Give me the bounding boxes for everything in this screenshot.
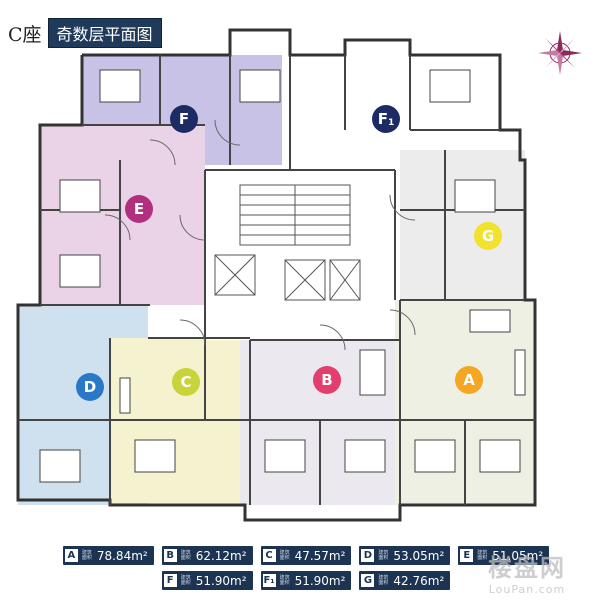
unit-marker-g: G [474, 222, 502, 250]
compass-rose-icon [538, 31, 582, 75]
legend-caption: 建筑面积 [180, 574, 191, 586]
watermark-main: 楼盘网 [488, 554, 566, 582]
legend-area: 42.76m² [393, 573, 445, 588]
unit-marker-label: D [83, 378, 97, 396]
unit-marker-b: B [313, 366, 341, 394]
kitchen-icon [359, 349, 386, 396]
unit-marker-label: B [321, 371, 333, 389]
building-label: C座 [8, 23, 42, 46]
legend-item-a: A 建筑面积 78.84m² [62, 546, 154, 565]
legend-area: 51.90m² [195, 573, 247, 588]
floor-plan [16, 28, 537, 522]
legend-item-c: C 建筑面积 47.57m² [260, 546, 352, 565]
dining-table-icon [469, 309, 511, 333]
legend-caption: 建筑面积 [279, 549, 290, 561]
bed-icon [59, 254, 101, 288]
sofa-icon [119, 377, 131, 414]
unit-marker-d: D [76, 373, 104, 401]
unit-marker-e: E [125, 195, 153, 223]
legend-area: 51.05m² [492, 548, 544, 563]
legend-item-f: F 建筑面积 51.90m² [161, 571, 253, 590]
door-swings [104, 119, 416, 351]
legend-caption: 建筑面积 [378, 574, 389, 586]
zone-g [400, 150, 525, 300]
legend-row: A 建筑面积 78.84m² B 建筑面积 62.12m² C 建筑面积 47.… [36, 546, 576, 565]
legend-letter: F₁ [262, 574, 276, 587]
inner-walls [18, 55, 535, 505]
stair-core [214, 184, 361, 301]
legend-item-d: D 建筑面积 53.05m² [359, 546, 451, 565]
legend-area: 62.12m² [195, 548, 247, 563]
furniture [39, 69, 526, 483]
bed-icon [99, 69, 141, 103]
legend-letter: D [361, 549, 375, 562]
unit-marker-label: A [463, 371, 475, 389]
legend-row: F 建筑面积 51.90m² F₁ 建筑面积 51.90m² G 建筑面积 42… [36, 571, 576, 590]
legend-item-b: B 建筑面积 62.12m² [161, 546, 253, 565]
bed-icon [414, 439, 456, 473]
plan-header: C座 奇数层平面图 [8, 18, 162, 48]
legend-caption: 建筑面积 [180, 549, 191, 561]
legend-area: 78.84m² [96, 548, 148, 563]
unit-marker-a: A [455, 366, 483, 394]
legend-item-g: G 建筑面积 42.76m² [359, 571, 451, 590]
legend-letter: E [460, 549, 474, 562]
bed-icon [454, 179, 496, 213]
legend-letter: C [262, 549, 276, 562]
legend-caption: 建筑面积 [378, 549, 389, 561]
legend-letter: A [64, 549, 78, 562]
bed-icon [134, 439, 176, 473]
bed-icon [344, 439, 386, 473]
bed-icon [429, 69, 471, 103]
bed-icon [239, 69, 281, 103]
legend-caption: 建筑面积 [81, 549, 92, 561]
legend-caption: 建筑面积 [279, 574, 290, 586]
bed-icon [39, 449, 81, 483]
bed-icon [59, 179, 101, 213]
area-legend: A 建筑面积 78.84m² B 建筑面积 62.12m² C 建筑面积 47.… [36, 546, 576, 596]
legend-area: 51.90m² [294, 573, 346, 588]
unit-marker-c: C [172, 368, 200, 396]
legend-item-e: E 建筑面积 51.05m² [458, 546, 550, 565]
legend-item-f1: F₁ 建筑面积 51.90m² [260, 571, 352, 590]
legend-caption: 建筑面积 [477, 549, 488, 561]
watermark-sub: LouPan.com [488, 583, 566, 596]
sofa-icon [514, 349, 526, 396]
legend-area: 47.57m² [294, 548, 346, 563]
unit-marker-label: E [133, 200, 145, 218]
plan-title: 奇数层平面图 [47, 18, 162, 48]
unit-marker-label: C [180, 373, 192, 391]
unit-marker-label: G [481, 227, 495, 245]
bed-icon [264, 439, 306, 473]
watermark: 楼盘网 LouPan.com [462, 548, 592, 596]
legend-letter: F [163, 574, 177, 587]
unit-marker-label: F [178, 110, 190, 128]
unit-marker-f: F [170, 105, 198, 133]
unit-marker-label: F [377, 110, 388, 128]
legend-letter: G [361, 574, 375, 587]
legend-letter: B [163, 549, 177, 562]
bed-icon [479, 439, 521, 473]
legend-area: 53.05m² [393, 548, 445, 563]
unit-marker-sub: 1 [387, 118, 395, 128]
